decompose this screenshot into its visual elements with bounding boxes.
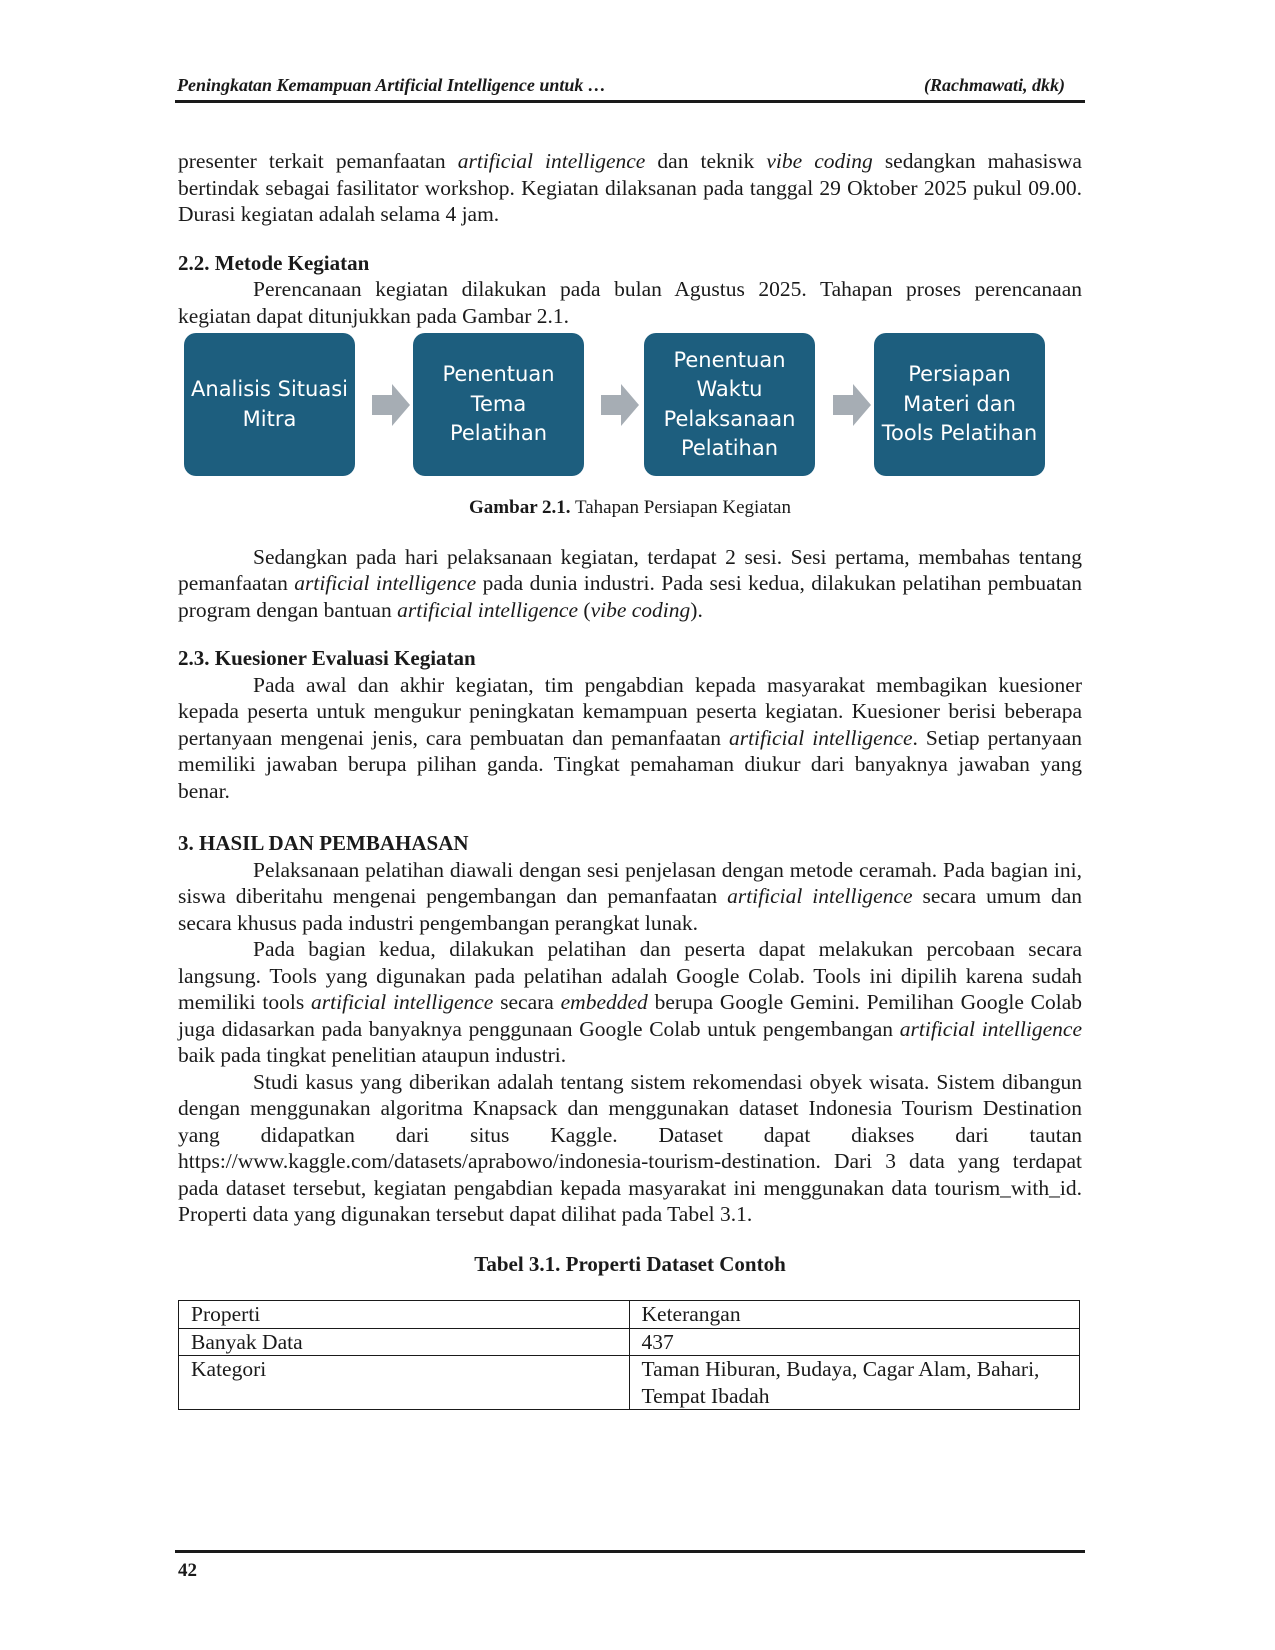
process-flow-figure: Analisis Situasi Mitra Penentuan Tema Pe… [178,333,1082,485]
table-cell: Kategori [178,1355,630,1410]
table-caption: Tabel 3.1. Properti Dataset Contoh [474,1251,786,1276]
section-heading-2-2: 2.2. Metode Kegiatan [178,250,370,275]
header-rule [175,100,1085,103]
figure-caption: Gambar 2.1. Tahapan Persiapan Kegiatan [469,497,791,518]
table-header-cell: Properti [178,1300,630,1329]
table-row: Banyak Data 437 [178,1327,1080,1356]
arrow-right-icon [601,384,639,426]
table-row: Kategori Taman Hiburan, Budaya, Cagar Al… [178,1355,1080,1410]
arrow-right-icon [372,384,410,426]
dataset-properties-table: Properti Keterangan Banyak Data 437 Kate… [178,1300,1080,1410]
table-cell: 437 [628,1327,1080,1356]
table-header-cell: Keterangan [628,1300,1080,1329]
table-cell: Banyak Data [178,1327,630,1356]
sessions-paragraph: Sedangkan pada hari pelaksanaan kegiatan… [178,544,1082,622]
flow-step-2: Penentuan Tema Pelatihan [413,333,584,476]
flow-step-1: Analisis Situasi Mitra [184,333,355,476]
questionnaire-paragraph: Pada awal dan akhir kegiatan, tim pengab… [178,672,1082,803]
flow-step-3: Penentuan Waktu Pelaksanaan Pelatihan [644,333,815,476]
header-authors: (Rachmawati, dkk) [923,75,1065,95]
table-cell: Taman Hiburan, Budaya, Cagar Alam, Bahar… [628,1355,1080,1410]
page-content: presenter terkait pemanfaatan artificial… [178,148,1082,1410]
results-paragraph-3: Studi kasus yang diberikan adalah tentan… [178,1069,1082,1227]
results-paragraph-2: Pada bagian kedua, dilakukan pelatihan d… [178,937,1082,1067]
method-paragraph: Perencanaan kegiatan dilakukan pada bula… [178,277,1082,328]
header-title: Peningkatan Kemampuan Artificial Intelli… [177,75,606,95]
footer-rule [175,1550,1085,1553]
flow-step-4: Persiapan Materi dan Tools Pelatihan [874,333,1045,476]
arrow-right-icon [833,384,871,426]
section-heading-2-3: 2.3. Kuesioner Evaluasi Kegiatan [178,646,476,670]
page-number: 42 [178,1560,197,1581]
table-row: Properti Keterangan [178,1300,1080,1329]
section-heading-3: 3. HASIL DAN PEMBAHASAN [178,831,469,855]
intro-paragraph: presenter terkait pemanfaatan artificial… [178,149,1082,226]
results-paragraph-1: Pelaksanaan pelatihan diawali dengan ses… [178,857,1083,935]
running-header: Peningkatan Kemampuan Artificial Intelli… [175,73,1075,99]
